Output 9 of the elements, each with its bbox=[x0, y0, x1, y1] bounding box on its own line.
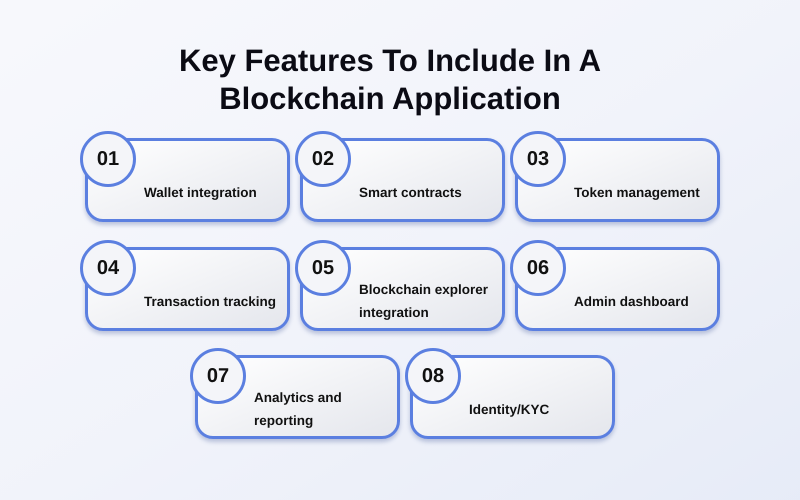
feature-label: Smart contracts bbox=[359, 184, 463, 202]
feature-label: Identity/KYC bbox=[469, 400, 550, 419]
title: Key Features To Include In A Blockchain Application bbox=[178, 42, 602, 118]
feature-label: Transaction tracking bbox=[144, 292, 278, 311]
feature-label: Analytics and reporting bbox=[254, 389, 343, 430]
feature-label: Wallet integration bbox=[144, 184, 258, 202]
feature-label: Token management bbox=[574, 184, 701, 202]
feature-label: Blockchain explorer integration bbox=[359, 281, 490, 322]
feature-label: Admin dashboard bbox=[574, 292, 690, 310]
